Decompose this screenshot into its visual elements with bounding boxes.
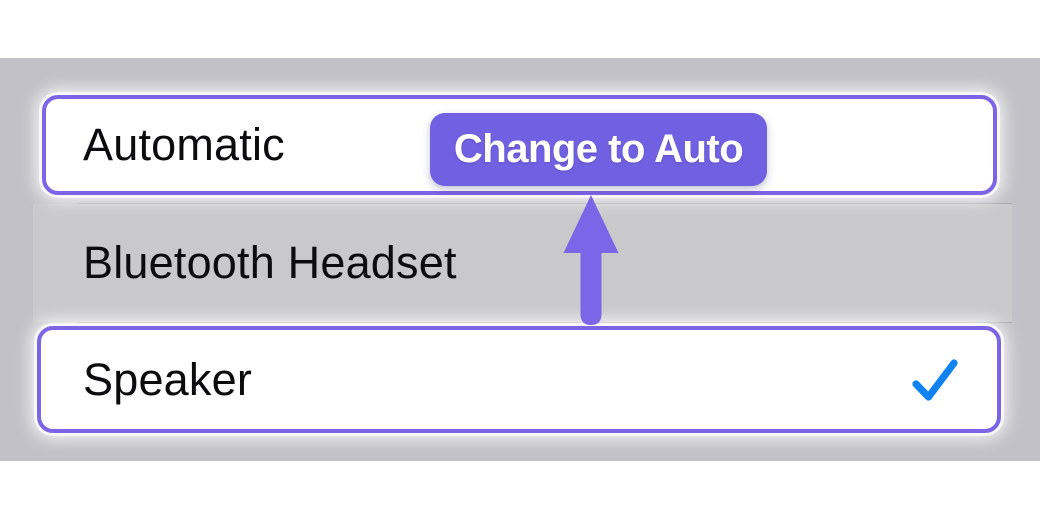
callout-badge: Change to Auto	[430, 113, 767, 186]
menu-item-speaker[interactable]: Speaker	[37, 326, 1001, 433]
option-label: Bluetooth Headset	[83, 237, 457, 288]
option-label: Automatic	[83, 119, 285, 170]
menu-divider	[77, 321, 1012, 323]
option-label: Speaker	[83, 353, 253, 405]
callout-badge-label: Change to Auto	[453, 127, 744, 171]
menu-item-bluetooth-headset[interactable]	[33, 204, 1012, 322]
menu-item-bluetooth-headset-label: Bluetooth Headset	[83, 204, 457, 322]
checkmark-icon	[912, 359, 958, 401]
arrow-up-icon	[563, 195, 619, 325]
menu-divider	[77, 202, 1012, 204]
